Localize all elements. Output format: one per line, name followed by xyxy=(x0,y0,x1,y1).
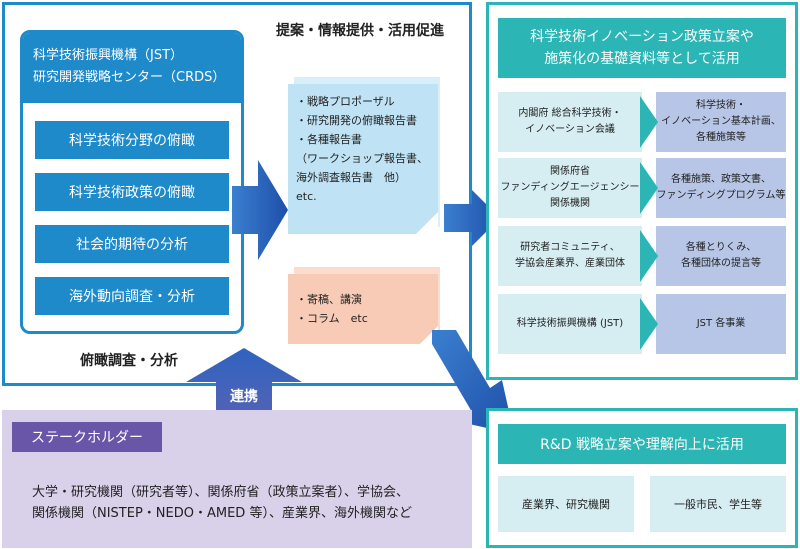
chevron-right-icon xyxy=(640,230,658,282)
policy-row-left: 研究者コミュニティ、 学協会産業界、産業団体 xyxy=(498,226,642,286)
policy-row-right: JST 各事業 xyxy=(656,294,786,354)
note-fold-icon xyxy=(416,212,438,234)
stakeholder-tag: ステークホルダー xyxy=(12,422,162,452)
arrow-right-icon xyxy=(232,160,288,260)
report-note-text: ・戦略プロポーザル ・研究開発の俯瞰報告書 ・各種報告書 （ワークショップ報告書… xyxy=(296,95,428,203)
crds-caption: 俯瞰調査・分析 xyxy=(80,353,178,369)
policy-row-left: 科学技術振興機構 (JST) xyxy=(498,294,642,354)
crds-title: 科学技術振興機構（JST） 研究開発戦略センター（CRDS） xyxy=(23,33,241,103)
rd-title: R&D 戦略立案や理解向上に活用 xyxy=(498,424,786,464)
chevron-right-icon xyxy=(640,162,658,214)
rd-box-public: 一般市民、学生等 xyxy=(650,476,786,532)
policy-row-right: 科学技術・ イノベーション基本計画、 各種施策等 xyxy=(656,92,786,152)
chevron-right-icon xyxy=(640,298,658,350)
stakeholder-list: 大学・研究機関（研究者等）、関係府省（政策立案者）、学協会、 関係機関（NIST… xyxy=(32,485,412,521)
crds-item-field-overview: 科学技術分野の俯瞰 xyxy=(35,121,229,159)
report-note: ・戦略プロポーザル ・研究開発の俯瞰報告書 ・各種報告書 （ワークショップ報告書… xyxy=(288,84,438,234)
policy-row-left: 内閣府 総合科学技術・ イノベーション会議 xyxy=(498,92,642,152)
crds-item-policy-overview: 科学技術政策の俯瞰 xyxy=(35,173,229,211)
policy-row-right: 各種とりくみ、 各種団体の提言等 xyxy=(656,226,786,286)
outputs-caption: 提案・情報提供・活用促進 xyxy=(276,23,444,39)
contribution-note-text: ・寄稿、講演 ・コラム etc xyxy=(296,293,368,325)
link-label: 連携 xyxy=(230,389,258,405)
rd-box-industry: 産業界、研究機関 xyxy=(498,476,634,532)
policy-row-left: 関係府省 ファンディングエージェンシー 関係機関 xyxy=(498,158,642,218)
policy-row-right: 各種施策、政策文書、 ファンディングプログラム等 xyxy=(656,158,786,218)
crds-item-overseas-survey: 海外動向調査・分析 xyxy=(35,277,229,315)
crds-box: 科学技術振興機構（JST） 研究開発戦略センター（CRDS） 科学技術分野の俯瞰… xyxy=(20,30,244,334)
chevron-right-icon xyxy=(640,96,658,148)
crds-item-social-expectation: 社会的期待の分析 xyxy=(35,225,229,263)
contribution-note: ・寄稿、講演 ・コラム etc xyxy=(288,274,438,344)
policy-title: 科学技術イノベーション政策立案や 施策化の基礎資料等として活用 xyxy=(498,18,786,78)
